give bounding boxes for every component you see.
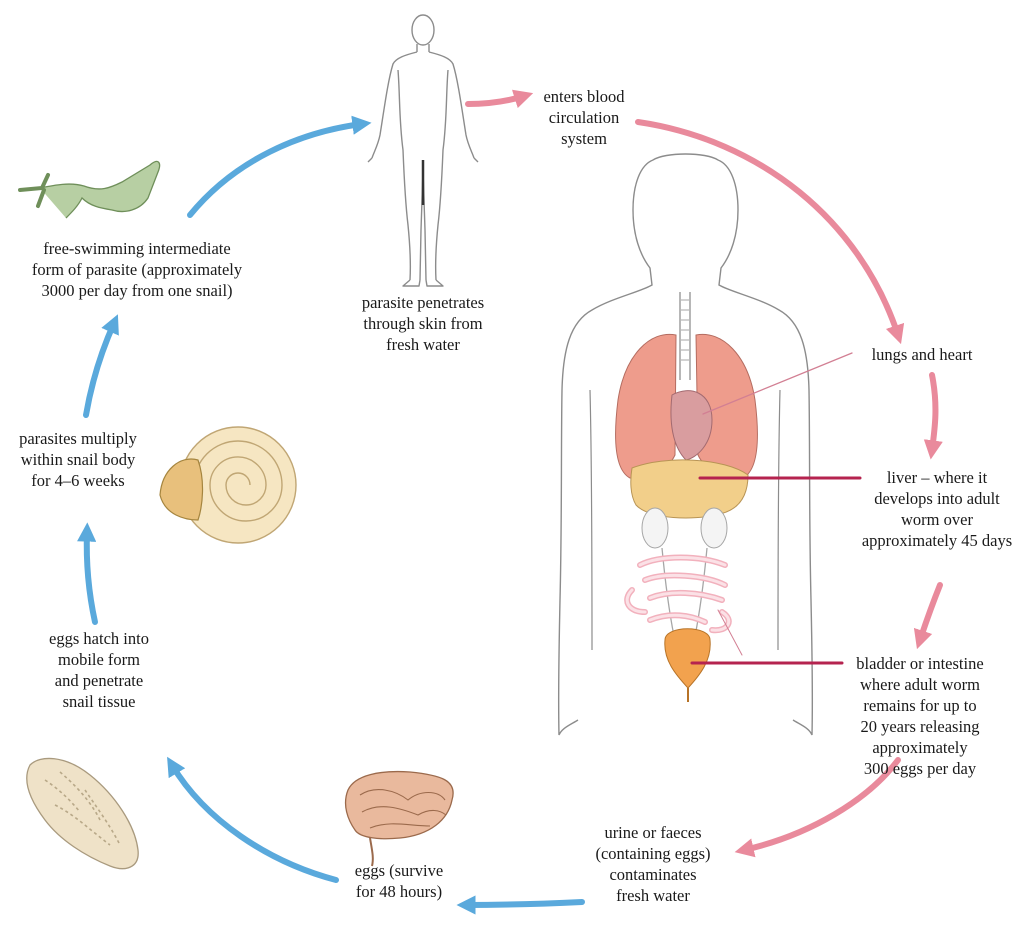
label-line: bladder or intestine — [836, 653, 1004, 674]
label-line: for 48 hours) — [334, 881, 464, 902]
human-torso-icon — [559, 154, 813, 735]
label-enters-blood-circulation: enters blood circulation system — [524, 86, 644, 149]
arrow-hatch-to-multiply — [87, 532, 95, 622]
label-urine-or-faeces: urine or faeces (containing eggs) contam… — [578, 822, 728, 906]
label-liver-development: liver – where it develops into adult wor… — [848, 467, 1026, 551]
label-line: fresh water — [578, 885, 728, 906]
label-line: contaminates — [578, 864, 728, 885]
label-line: through skin from — [344, 313, 502, 334]
arrow-urine-to-eggs — [466, 902, 582, 905]
label-lungs-and-heart: lungs and heart — [852, 344, 992, 365]
label-line: parasite penetrates — [344, 292, 502, 313]
label-line: where adult worm — [836, 674, 1004, 695]
label-line: lungs and heart — [852, 344, 992, 365]
arrow-lungs-to-liver — [932, 375, 935, 450]
label-line: urine or faeces — [578, 822, 728, 843]
label-line: remains for up to — [836, 695, 1004, 716]
label-line: form of parasite (approximately — [10, 259, 264, 280]
label-line: worm over — [848, 509, 1026, 530]
arrow-eggs-to-hatch — [172, 765, 336, 880]
label-line: enters blood — [524, 86, 644, 107]
label-line: approximately — [836, 737, 1004, 758]
arrow-multiply-to-free — [86, 323, 114, 415]
arrow-liver-to-bladder — [920, 585, 940, 640]
label-line: circulation — [524, 107, 644, 128]
label-parasites-multiply: parasites multiply within snail body for… — [4, 428, 152, 491]
human-figure-icon — [368, 15, 478, 286]
egg-cluster-icon — [346, 772, 454, 866]
label-bladder-or-intestine: bladder or intestine where adult worm re… — [836, 653, 1004, 779]
label-line: mobile form — [30, 649, 168, 670]
label-eggs-survive: eggs (survive for 48 hours) — [334, 860, 464, 902]
label-line: parasites multiply — [4, 428, 152, 449]
label-parasite-penetrates-skin: parasite penetrates through skin from fr… — [344, 292, 502, 355]
arrow-skin-to-blood — [468, 96, 524, 104]
label-free-swimming-form: free-swimming intermediate form of paras… — [10, 238, 264, 301]
label-eggs-hatch: eggs hatch into mobile form and penetrat… — [30, 628, 168, 712]
label-line: develops into adult — [848, 488, 1026, 509]
label-line: snail tissue — [30, 691, 168, 712]
label-line: eggs (survive — [334, 860, 464, 881]
label-line: liver – where it — [848, 467, 1026, 488]
label-line: eggs hatch into — [30, 628, 168, 649]
miracidium-icon — [27, 758, 138, 868]
label-line: 20 years releasing — [836, 716, 1004, 737]
label-line: approximately 45 days — [848, 530, 1026, 551]
label-line: within snail body — [4, 449, 152, 470]
label-line: for 4–6 weeks — [4, 470, 152, 491]
arrow-free-to-skin — [190, 124, 362, 215]
label-line: free-swimming intermediate — [10, 238, 264, 259]
label-line: and penetrate — [30, 670, 168, 691]
label-line: (containing eggs) — [578, 843, 728, 864]
label-line: system — [524, 128, 644, 149]
label-line: fresh water — [344, 334, 502, 355]
label-line: 300 eggs per day — [836, 758, 1004, 779]
cercaria-icon — [20, 161, 160, 218]
label-line: 3000 per day from one snail) — [10, 280, 264, 301]
snail-shell-icon — [160, 427, 296, 543]
